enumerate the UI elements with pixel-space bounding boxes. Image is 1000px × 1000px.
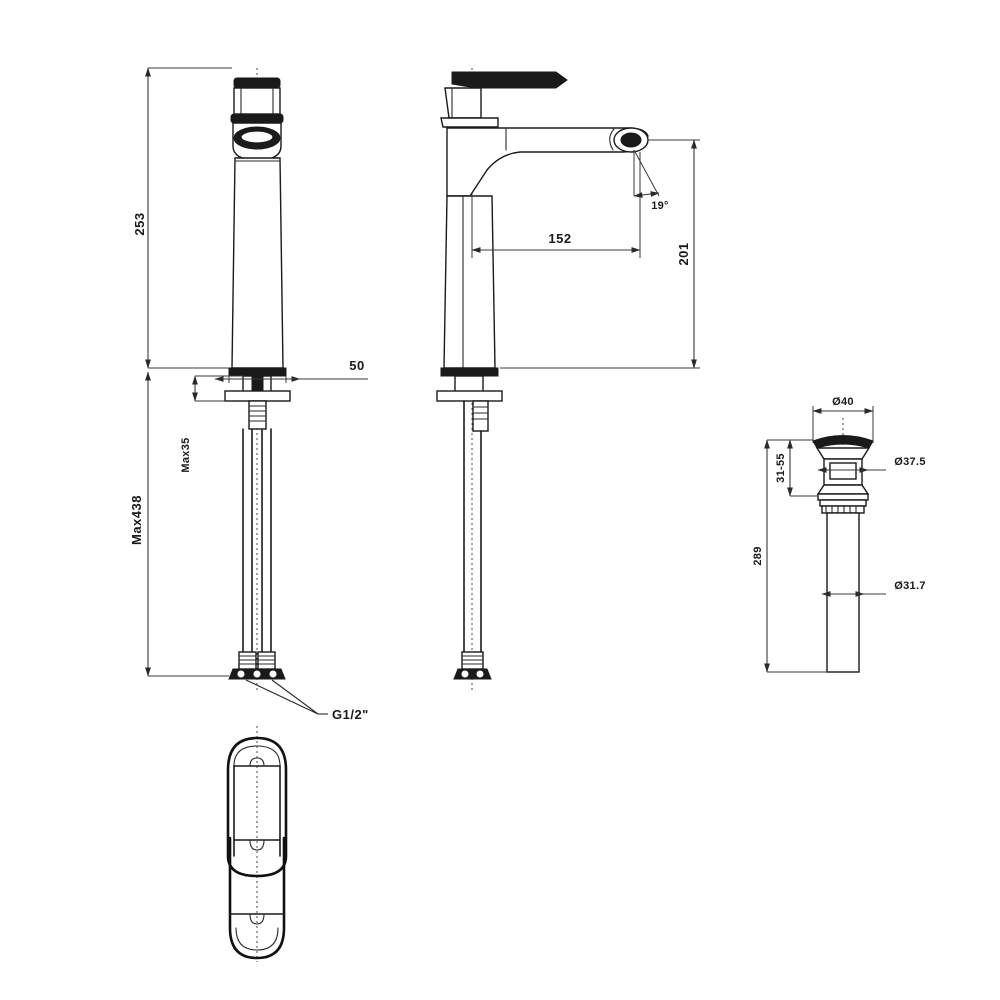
mounting-flange: [224, 390, 291, 402]
dimension-body-dia-37-5: Ø37.5: [817, 456, 925, 473]
drain-tailpiece: [826, 512, 860, 673]
callout-thread-g12: G1/2": [245, 679, 369, 722]
front-view-hose-fittings: [228, 651, 286, 680]
side-view-lever-handle: [440, 71, 568, 128]
drain-shoulder-stack: [816, 484, 870, 514]
connector-port-left: [236, 669, 246, 679]
top-lever-pivot-arc: [249, 757, 265, 767]
drain-body-window: [829, 462, 857, 480]
drain-cap-dome: [812, 435, 874, 449]
spout-neck-seam: [609, 128, 615, 151]
front-view-supply-hoses: [242, 428, 272, 653]
side-view-hose-fitting: [453, 651, 492, 680]
handle-collar: [230, 113, 284, 124]
dimension-label-152: 152: [548, 231, 571, 246]
dimension-label-dia40: Ø40: [832, 396, 854, 408]
side-base-ring: [440, 367, 499, 377]
connector-port-right: [268, 669, 278, 679]
dimension-label-dia375: Ø37.5: [894, 456, 925, 468]
dimension-label-19deg: 19°: [651, 200, 669, 212]
dimension-adjust-31-55: 31-55: [775, 439, 818, 497]
base-stud-top: [251, 375, 264, 393]
drain-nut-knurl: [825, 505, 857, 514]
dimension-cap-dia-40: Ø40: [812, 396, 874, 443]
drain-upper-body: [823, 458, 863, 486]
side-connector-block: [453, 668, 492, 680]
front-view-column: [231, 157, 284, 369]
top-lever-stop-arc: [249, 839, 265, 851]
side-view-supply-hose: [463, 400, 482, 653]
dimension-max-35: Max35: [180, 375, 243, 473]
dimension-label-dia317: Ø31.7: [894, 580, 925, 592]
side-view: 152 201 19°: [436, 68, 700, 690]
dimension-flange-50: 50: [214, 358, 368, 383]
drain-shoulder: [816, 484, 870, 495]
drain-tail-tube: [826, 512, 860, 673]
dimension-label-253: 253: [132, 212, 147, 235]
fitting-left-threads: [238, 655, 257, 665]
front-view-spout-outlet: [232, 122, 282, 161]
dimension-angle-19: 19°: [633, 149, 669, 212]
connector-port-mid: [252, 669, 262, 679]
side-column-body: [443, 195, 496, 369]
dimension-label-50: 50: [349, 358, 364, 373]
aerator-inner: [240, 130, 274, 144]
dimension-reach-152: 152: [471, 152, 641, 258]
lever-arm: [451, 71, 568, 89]
side-view-column: [443, 195, 496, 369]
drain-washer-1: [817, 493, 869, 501]
side-view-spout: [446, 127, 649, 197]
dimension-height-253: 253: [132, 67, 232, 369]
dimension-label-289: 289: [752, 546, 764, 565]
top-view: [226, 726, 288, 962]
column-body: [231, 157, 284, 369]
drain-cap-skirt: [815, 447, 871, 460]
side-view-base-assembly: [436, 367, 503, 432]
side-fitting-threads: [461, 655, 484, 665]
drain-lock-nut: [821, 505, 865, 514]
front-view: 253 Max438 Max35 50: [129, 67, 369, 722]
spout-outlet-aerator: [620, 132, 642, 148]
side-stud-threads: [472, 406, 489, 420]
side-connector-port-right: [475, 669, 485, 679]
drain-washer-2: [819, 499, 867, 507]
dimension-max-438: Max438: [129, 371, 229, 677]
dimension-height-201: 201: [500, 139, 700, 369]
top-view-body: [228, 836, 286, 960]
threaded-stud: [248, 400, 267, 430]
lever-base: [440, 117, 499, 128]
dimension-tail-dia-31-7: Ø31.7: [821, 580, 925, 597]
front-view-handle: [230, 77, 284, 124]
top-body-outline: [228, 836, 286, 960]
drain-view: Ø40 Ø37.5 Ø31.7 289: [752, 396, 925, 673]
side-mounting-flange: [436, 390, 503, 402]
side-threaded-stud: [472, 400, 489, 432]
dimension-label-max35: Max35: [180, 437, 192, 472]
base-ring: [228, 367, 287, 377]
stud-threads: [248, 405, 267, 422]
dimension-label-31-55: 31-55: [775, 453, 787, 483]
handle-cap: [233, 77, 281, 89]
dimension-label-201: 201: [676, 242, 691, 265]
side-base-spacer: [454, 375, 484, 393]
top-body-inner-arc: [235, 927, 279, 951]
dimension-label-max438: Max438: [129, 495, 144, 545]
lever-hub: [444, 87, 482, 119]
top-lever-outline: [226, 736, 288, 878]
callout-label-g12: G1/2": [332, 707, 369, 722]
top-view-lever: [226, 736, 288, 878]
fitting-right-threads: [257, 655, 276, 665]
front-view-base-assembly: [224, 367, 291, 430]
drain-cap: [812, 435, 874, 460]
side-connector-port-left: [460, 669, 470, 679]
top-lever-inner-arc: [233, 745, 281, 767]
top-body-outlet-arc: [249, 913, 265, 925]
